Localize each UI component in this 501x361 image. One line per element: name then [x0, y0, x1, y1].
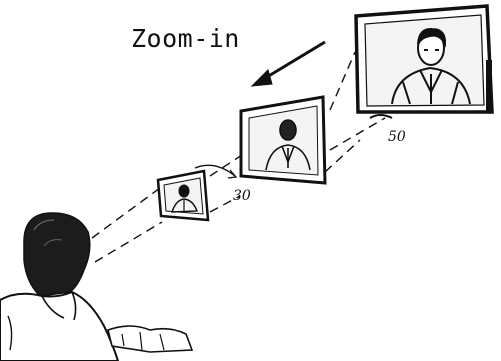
screen-large: [354, 4, 494, 119]
person-large-icon: [391, 27, 471, 105]
sight-lines: [91, 51, 386, 263]
zoom-arrow-icon: [250, 40, 326, 87]
screen-small: [156, 169, 210, 222]
distance-marker-30: [194, 164, 238, 179]
screen-medium: [239, 95, 327, 185]
person-small-icon: [171, 184, 198, 213]
viewer-figure: [0, 212, 194, 361]
diagram-title: Zoom-in: [131, 24, 240, 53]
person-medium-icon: [265, 119, 311, 171]
distance-label-30: 30: [233, 188, 251, 204]
distance-label-50: 50: [388, 129, 406, 145]
